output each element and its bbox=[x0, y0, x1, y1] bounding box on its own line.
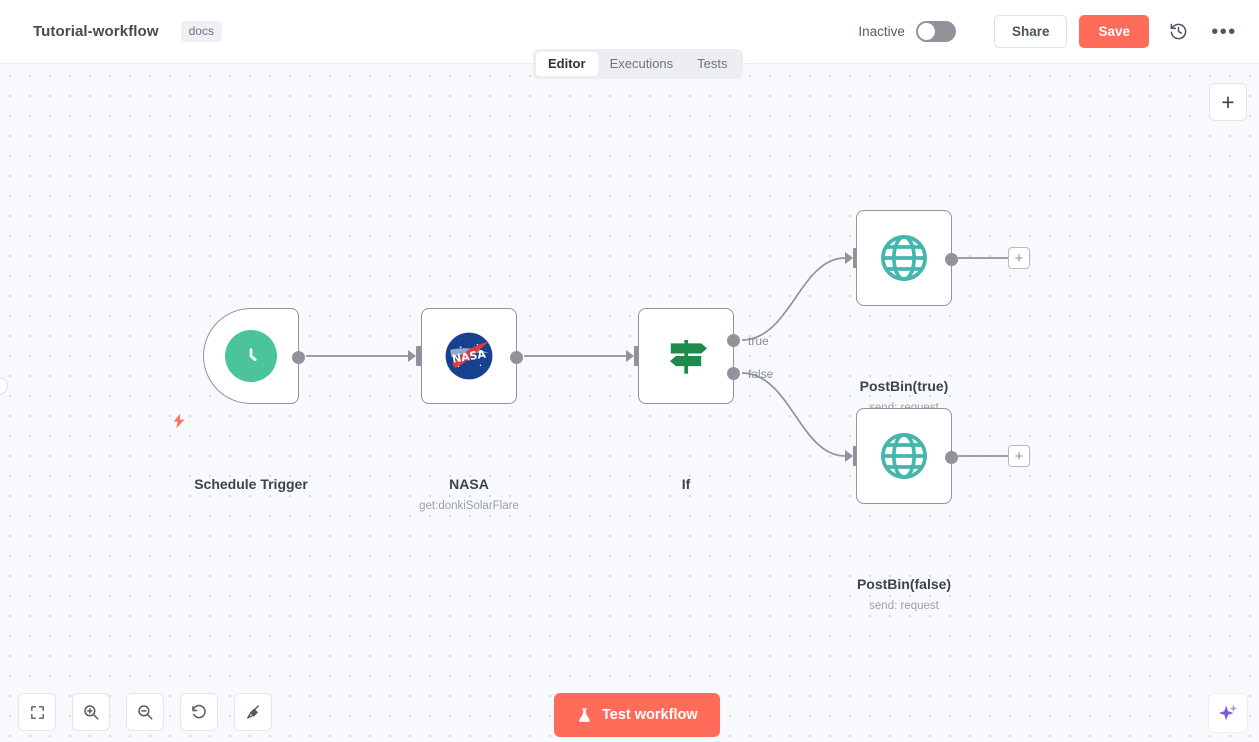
globe-icon bbox=[881, 235, 927, 281]
left-panel-handle[interactable] bbox=[0, 377, 8, 395]
output-label-false: false bbox=[748, 367, 774, 381]
node-label-schedule-trigger: Schedule Trigger bbox=[194, 476, 308, 492]
tab-editor[interactable]: Editor bbox=[536, 52, 598, 76]
header-actions: Inactive Share Save ••• bbox=[858, 15, 1259, 49]
undo-arrow-icon bbox=[192, 704, 206, 719]
add-connected-node-button-false[interactable]: + bbox=[1008, 445, 1030, 467]
input-arrow-nasa bbox=[408, 350, 416, 362]
node-label-postbin-true: PostBin(true) bbox=[859, 378, 949, 394]
node-if[interactable] bbox=[638, 308, 740, 404]
output-port-false[interactable] bbox=[727, 367, 740, 380]
node-label-postbin-false: PostBin(false) bbox=[856, 576, 952, 592]
zoom-out-button[interactable] bbox=[126, 693, 164, 731]
node-label-if: If bbox=[681, 476, 691, 492]
activation-status-label: Inactive bbox=[858, 24, 905, 39]
fit-view-icon bbox=[30, 705, 44, 719]
node-subtitle-nasa: get:donkiSolarFlare bbox=[419, 500, 519, 512]
ellipsis-glyph: ••• bbox=[1211, 20, 1237, 43]
save-button[interactable]: Save bbox=[1079, 15, 1149, 48]
add-node-button[interactable]: + bbox=[1209, 83, 1247, 121]
node-label-nasa: NASA bbox=[449, 476, 489, 492]
globe-icon bbox=[881, 433, 927, 479]
trigger-bolt-icon bbox=[173, 413, 185, 429]
node-postbin-false[interactable] bbox=[856, 408, 958, 504]
ai-assistant-button[interactable] bbox=[1208, 693, 1248, 733]
page-title[interactable]: Tutorial-workflow bbox=[33, 23, 159, 40]
node-schedule-trigger[interactable] bbox=[203, 308, 305, 404]
sparkle-icon bbox=[1218, 704, 1238, 721]
svg-text:NASA: NASA bbox=[451, 348, 487, 366]
docs-tag[interactable]: docs bbox=[180, 21, 222, 42]
zoom-in-button[interactable] bbox=[72, 693, 110, 731]
broom-icon bbox=[247, 705, 259, 719]
activate-toggle[interactable] bbox=[915, 21, 956, 42]
input-arrow-postbin-true bbox=[845, 252, 853, 264]
connection-wires bbox=[306, 257, 1008, 457]
zoom-in-icon bbox=[84, 705, 99, 720]
output-port[interactable] bbox=[945, 253, 958, 266]
nasa-logo-icon: NASA bbox=[445, 332, 493, 380]
output-port-true[interactable] bbox=[727, 334, 740, 347]
input-arrow-if bbox=[626, 350, 634, 362]
tab-executions[interactable]: Executions bbox=[609, 56, 674, 71]
input-arrow-postbin-false bbox=[845, 450, 853, 462]
output-port[interactable] bbox=[510, 351, 523, 364]
output-port[interactable] bbox=[945, 451, 958, 464]
add-connected-node-button-true[interactable]: + bbox=[1008, 247, 1030, 269]
test-workflow-button[interactable]: Test workflow bbox=[554, 693, 720, 737]
clock-icon bbox=[225, 330, 277, 382]
node-postbin-true[interactable] bbox=[856, 210, 958, 306]
output-port[interactable] bbox=[292, 351, 305, 364]
output-label-true: true bbox=[748, 334, 769, 348]
share-button[interactable]: Share bbox=[993, 15, 1068, 48]
input-port-nasa[interactable] bbox=[416, 346, 424, 366]
history-icon[interactable] bbox=[1161, 15, 1195, 49]
tidy-up-button[interactable] bbox=[234, 693, 272, 731]
tab-tests[interactable]: Tests bbox=[697, 56, 728, 71]
more-options-icon[interactable]: ••• bbox=[1207, 15, 1241, 49]
flask-icon bbox=[579, 707, 590, 722]
test-workflow-label: Test workflow bbox=[602, 707, 698, 723]
node-nasa[interactable]: NASA bbox=[421, 308, 523, 404]
workflow-canvas[interactable]: Schedule Trigger NASA NASA get:donkiSola… bbox=[0, 64, 1259, 742]
signpost-icon bbox=[669, 339, 708, 374]
fit-to-view-button[interactable] bbox=[18, 693, 56, 731]
node-subtitle-postbin-false: send: request bbox=[869, 600, 939, 612]
zoom-out-icon bbox=[138, 705, 153, 720]
reset-zoom-button[interactable] bbox=[180, 693, 218, 731]
workflow-tabs: Editor Executions Tests bbox=[533, 49, 743, 79]
